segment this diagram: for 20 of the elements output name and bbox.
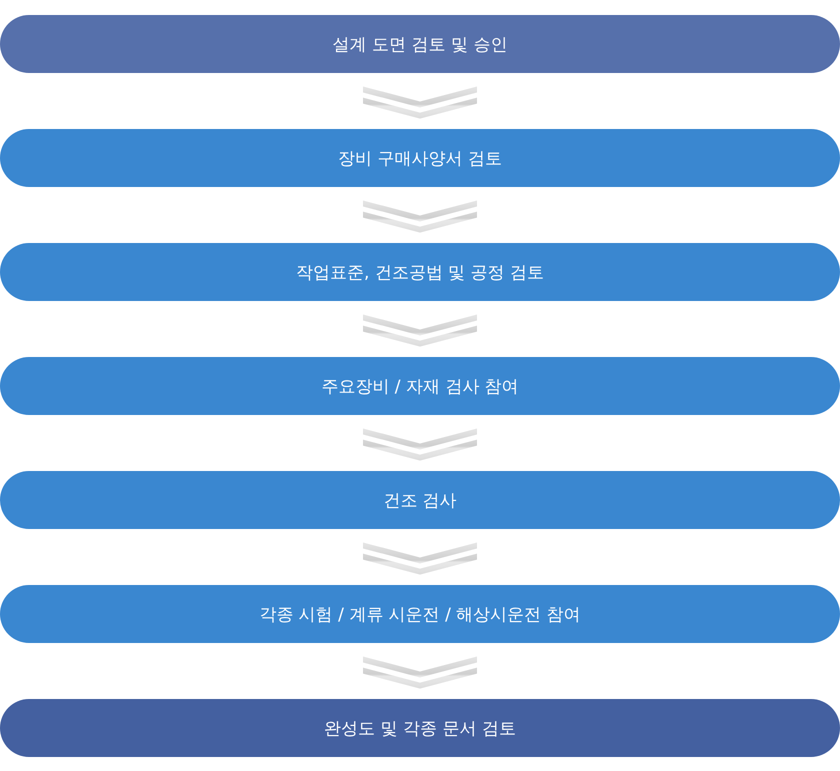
process-box bbox=[0, 243, 840, 301]
process-box bbox=[0, 15, 840, 73]
chevron-arrow bbox=[363, 542, 477, 575]
process-box bbox=[0, 585, 840, 643]
chevron-arrow bbox=[363, 656, 477, 689]
chevron-arrow bbox=[363, 314, 477, 347]
chevron-arrow bbox=[363, 86, 477, 119]
step-label: 완성도 및 각종 문서 검토 bbox=[324, 718, 516, 740]
step-label: 건조 검사 bbox=[383, 490, 457, 512]
process-box bbox=[0, 129, 840, 187]
step-label: 작업표준, 건조공법 및 공정 검토 bbox=[296, 262, 544, 284]
step-label: 주요장비 / 자재 검사 참여 bbox=[321, 376, 519, 398]
chevron-arrow bbox=[363, 200, 477, 233]
step-label: 설계 도면 검토 및 승인 bbox=[332, 34, 508, 56]
process-box bbox=[0, 699, 840, 757]
chevron-arrow bbox=[363, 428, 477, 461]
step-label: 장비 구매사양서 검토 bbox=[338, 148, 502, 170]
process-box bbox=[0, 471, 840, 529]
process-box bbox=[0, 357, 840, 415]
step-label: 각종 시험 / 계류 시운전 / 해상시운전 참여 bbox=[259, 604, 581, 626]
